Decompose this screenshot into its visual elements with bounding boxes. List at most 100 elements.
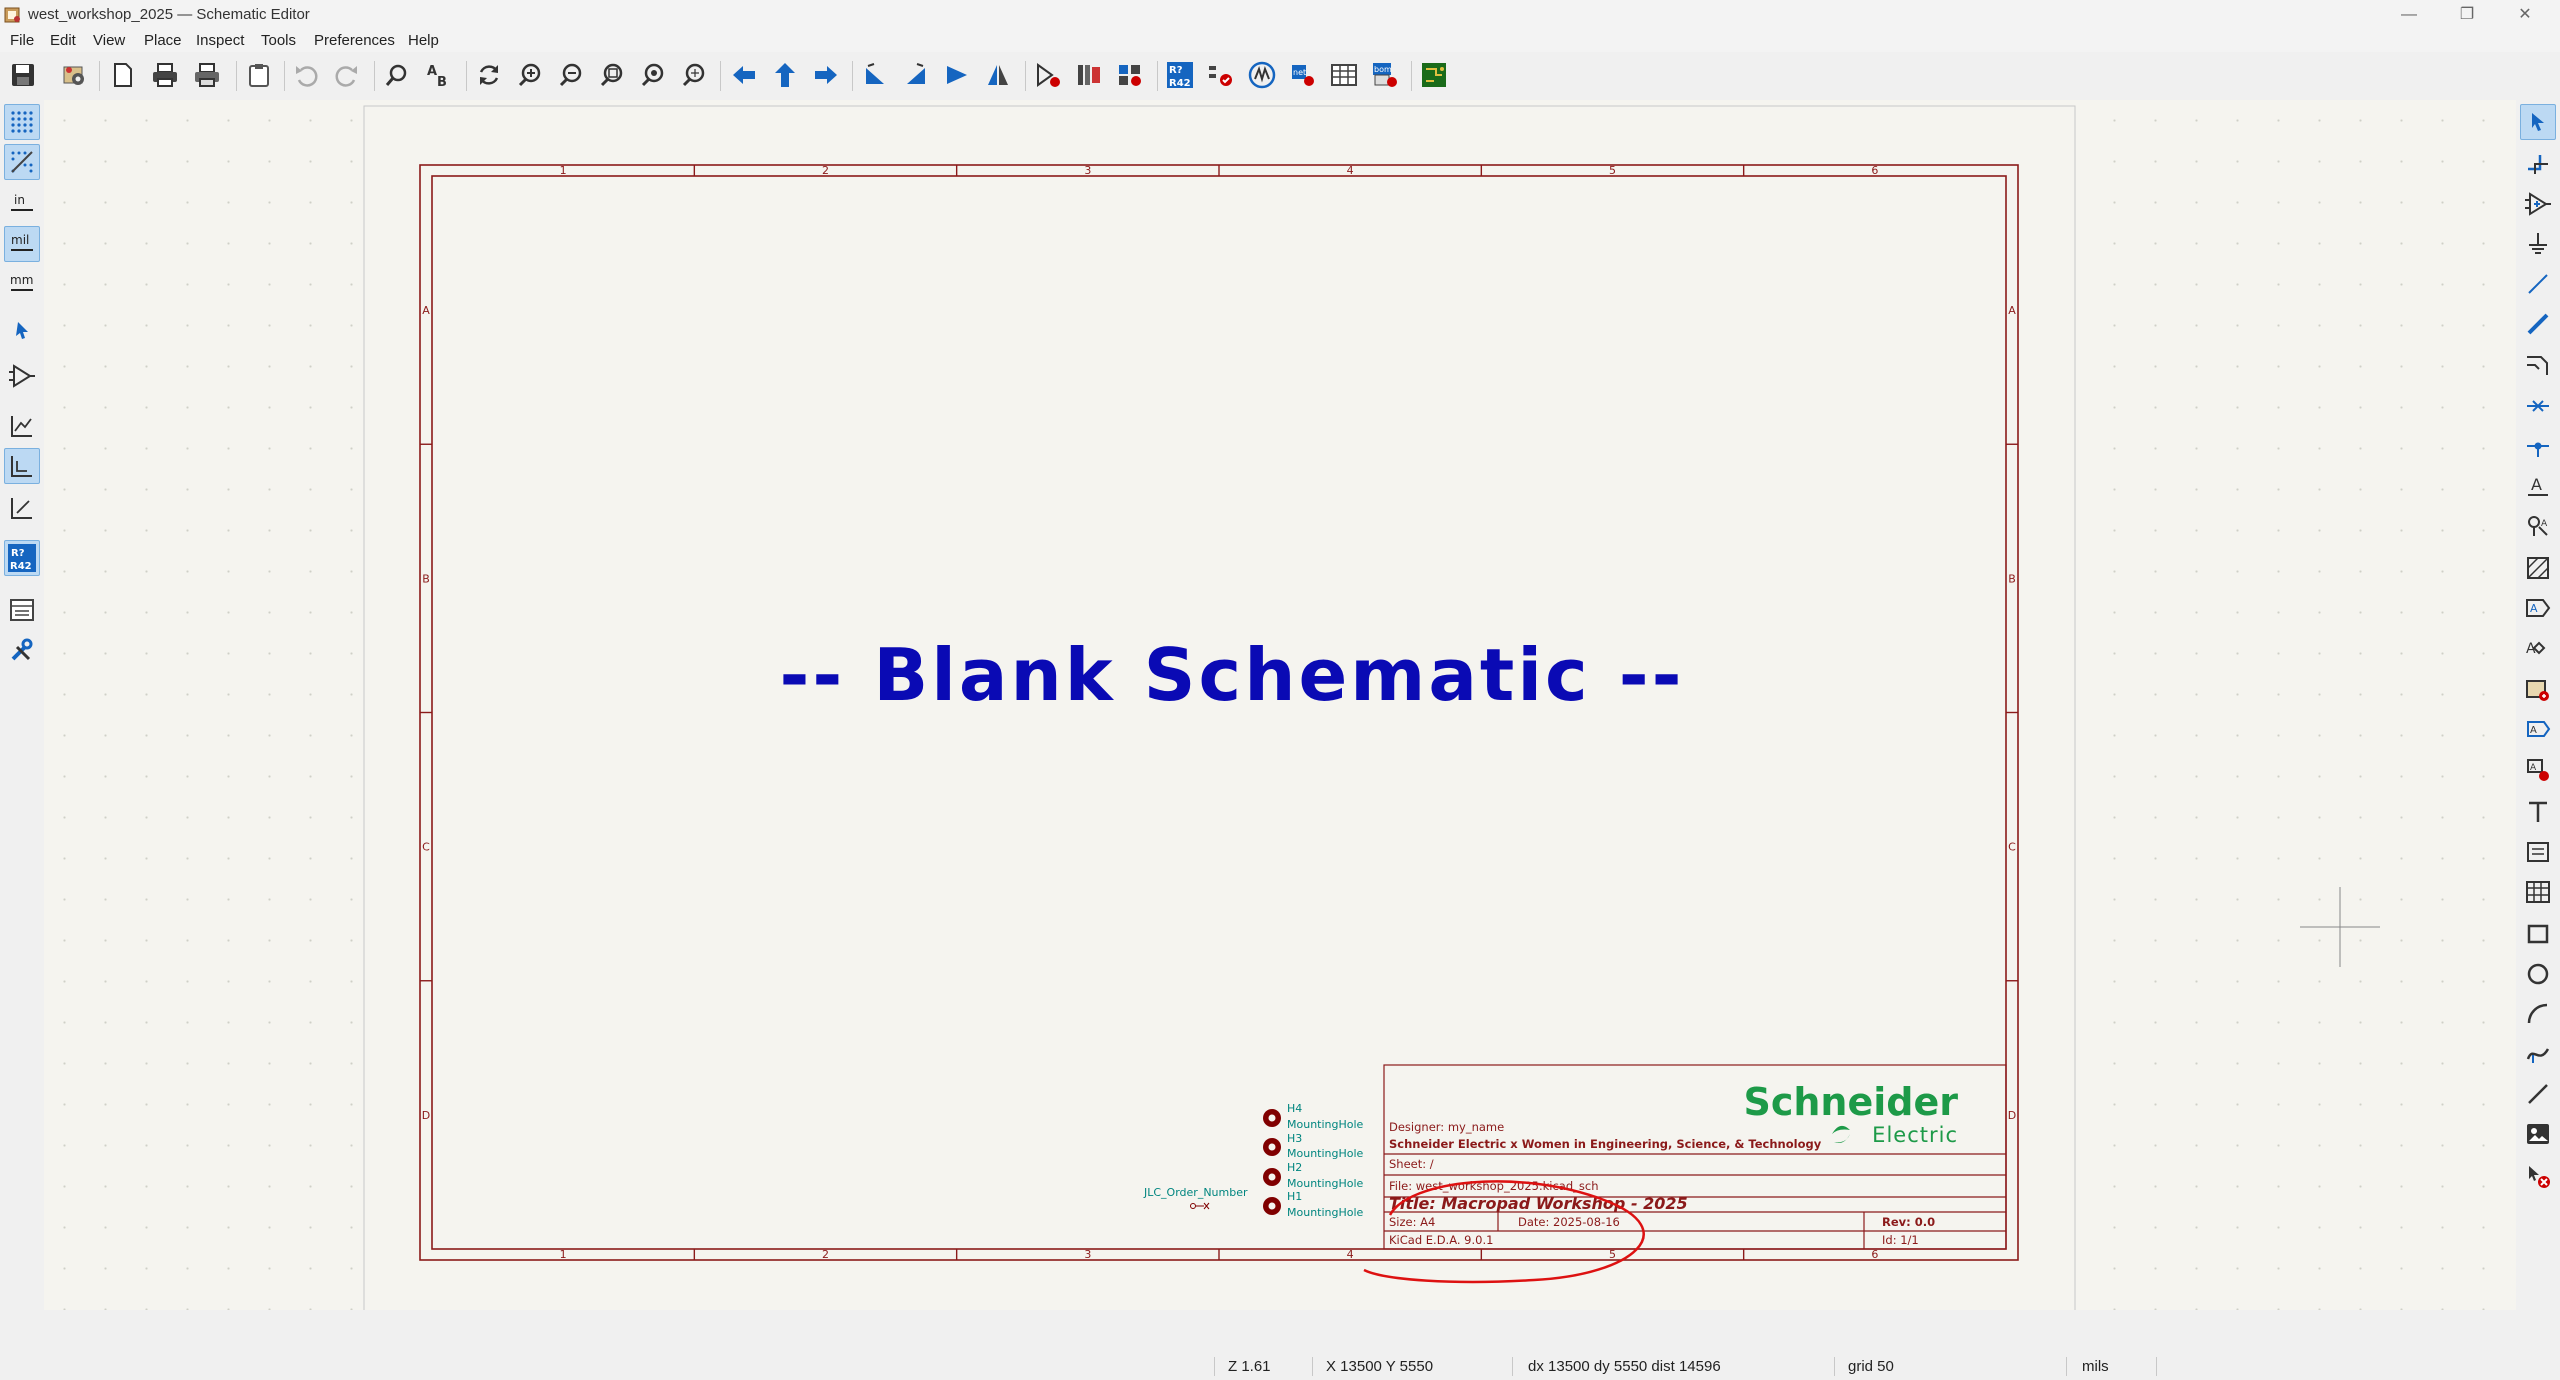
schematic-setup-icon[interactable] [57, 58, 91, 92]
symbol-editor-icon[interactable] [1031, 58, 1065, 92]
footprint-assignment-icon[interactable] [1113, 58, 1147, 92]
mirror-horizontal-icon[interactable] [981, 58, 1015, 92]
grid-overrides-icon[interactable] [4, 144, 40, 180]
jlc-order-number-field[interactable]: JLC_Order_Number [1143, 1186, 1248, 1210]
restore-button[interactable]: ❐ [2459, 6, 2475, 23]
add-textbox-icon[interactable] [2520, 834, 2556, 870]
add-rectangle-icon[interactable] [2520, 916, 2556, 952]
properties-panel-icon[interactable] [4, 632, 40, 668]
menu-view[interactable]: View [93, 32, 126, 49]
menu-inspect[interactable]: Inspect [196, 32, 245, 49]
add-sheet-icon[interactable] [2520, 672, 2556, 708]
navigate-up-icon[interactable] [768, 58, 802, 92]
refresh-icon[interactable] [472, 58, 506, 92]
add-table-icon[interactable] [2520, 874, 2556, 910]
add-bus-entry-icon[interactable] [2520, 346, 2556, 382]
zoom-out-icon[interactable] [554, 58, 588, 92]
annotation-toggle-icon[interactable]: R?R42 [4, 540, 40, 576]
netlist-icon[interactable]: net [1286, 58, 1320, 92]
add-circle-icon[interactable] [2520, 956, 2556, 992]
zoom-selection-icon[interactable] [677, 58, 711, 92]
mirror-vertical-icon[interactable] [940, 58, 974, 92]
add-junction-icon[interactable] [2520, 428, 2556, 464]
zoom-fit-icon[interactable] [595, 58, 629, 92]
symbol-library-browser-icon[interactable] [1072, 58, 1106, 92]
add-power-icon[interactable] [2520, 226, 2556, 262]
add-global-label-icon[interactable]: A [2520, 590, 2556, 626]
mounting-hole-h1[interactable]: H1 MountingHole [1263, 1190, 1364, 1219]
svg-text:R?: R? [11, 548, 25, 559]
add-text-icon[interactable] [2520, 794, 2556, 830]
menu-tools[interactable]: Tools [261, 32, 297, 49]
add-bus-icon[interactable] [2520, 306, 2556, 342]
add-rule-area-icon[interactable] [2520, 550, 2556, 586]
save-icon[interactable] [6, 58, 40, 92]
hierarchy-navigator-icon[interactable] [4, 592, 40, 628]
zoom-in-icon[interactable] [513, 58, 547, 92]
import-sheet-pin-icon[interactable]: A [2520, 712, 2556, 748]
symbol-fields-table-icon[interactable] [1327, 58, 1361, 92]
add-no-connect-icon[interactable] [2520, 388, 2556, 424]
line-modes-90-icon[interactable] [4, 448, 40, 484]
mounting-hole-value: MountingHole [1287, 1118, 1364, 1131]
select-icon[interactable] [2520, 104, 2556, 140]
add-line-icon[interactable] [2520, 1076, 2556, 1112]
print-icon[interactable] [148, 58, 182, 92]
menu-file[interactable]: File [10, 32, 35, 49]
add-symbol-icon[interactable] [2520, 186, 2556, 222]
add-netclass-directive-icon[interactable]: A [2520, 508, 2556, 544]
rotate-cw-icon[interactable] [899, 58, 933, 92]
svg-text:bom: bom [1374, 65, 1392, 74]
simulator-icon[interactable] [1245, 58, 1279, 92]
mounting-hole-value: MountingHole [1287, 1147, 1364, 1160]
svg-text:R42: R42 [1169, 78, 1191, 89]
left-toolbar: in mil mm R?R42 [0, 100, 44, 1310]
pcb-editor-icon[interactable] [1417, 58, 1451, 92]
rotate-ccw-icon[interactable] [858, 58, 892, 92]
menu-preferences[interactable]: Preferences [314, 32, 395, 49]
close-button[interactable]: ✕ [2518, 6, 2532, 23]
line-modes-free-icon[interactable] [4, 408, 40, 444]
menu-edit[interactable]: Edit [50, 32, 76, 49]
annotate-icon[interactable]: R? R42 [1163, 58, 1197, 92]
add-hierarchical-label-icon[interactable]: A [2520, 630, 2556, 666]
menu-place[interactable]: Place [144, 32, 182, 49]
units-mils-icon[interactable]: mil [4, 226, 40, 262]
menu-help[interactable]: Help [408, 32, 439, 49]
svg-text:R?: R? [1169, 65, 1183, 76]
units-mm-icon[interactable]: mm [4, 266, 40, 302]
add-bezier-icon[interactable] [2520, 1036, 2556, 1072]
mounting-hole-h2[interactable]: H2 MountingHole [1263, 1161, 1364, 1190]
units-inches-icon[interactable]: in [4, 186, 40, 222]
navigate-forward-icon[interactable] [809, 58, 843, 92]
mounting-hole-h3[interactable]: H3 MountingHole [1263, 1132, 1364, 1160]
delete-tool-icon[interactable] [2520, 1158, 2556, 1194]
designer-field: Designer: my_name [1389, 1120, 1504, 1134]
paste-icon[interactable] [242, 58, 276, 92]
sync-sheet-pins-icon[interactable]: A [2520, 752, 2556, 788]
zone-column-label: 3 [1084, 164, 1091, 177]
zoom-objects-icon[interactable] [636, 58, 670, 92]
line-modes-45-icon[interactable] [4, 490, 40, 526]
mounting-hole-h4[interactable]: H4 MountingHole [1263, 1102, 1364, 1131]
bom-icon[interactable]: bom [1368, 58, 1402, 92]
cursor-crosshair-icon[interactable] [4, 312, 40, 348]
redo-icon[interactable] [330, 58, 364, 92]
plot-icon[interactable] [190, 58, 224, 92]
add-image-icon[interactable] [2520, 1116, 2556, 1152]
page-settings-icon[interactable] [106, 58, 140, 92]
navigate-back-icon[interactable] [727, 58, 761, 92]
add-arc-icon[interactable] [2520, 996, 2556, 1032]
mounting-hole-value: MountingHole [1287, 1206, 1364, 1219]
erc-icon[interactable] [1204, 58, 1238, 92]
add-wire-icon[interactable] [2520, 266, 2556, 302]
grid-dots-icon[interactable] [4, 104, 40, 140]
minimize-button[interactable]: — [2401, 6, 2417, 23]
undo-icon[interactable] [289, 58, 323, 92]
find-icon[interactable] [380, 58, 414, 92]
highlight-net-icon[interactable] [2520, 146, 2556, 182]
hidden-pins-icon[interactable] [4, 358, 40, 394]
add-label-icon[interactable]: A [2520, 468, 2556, 504]
